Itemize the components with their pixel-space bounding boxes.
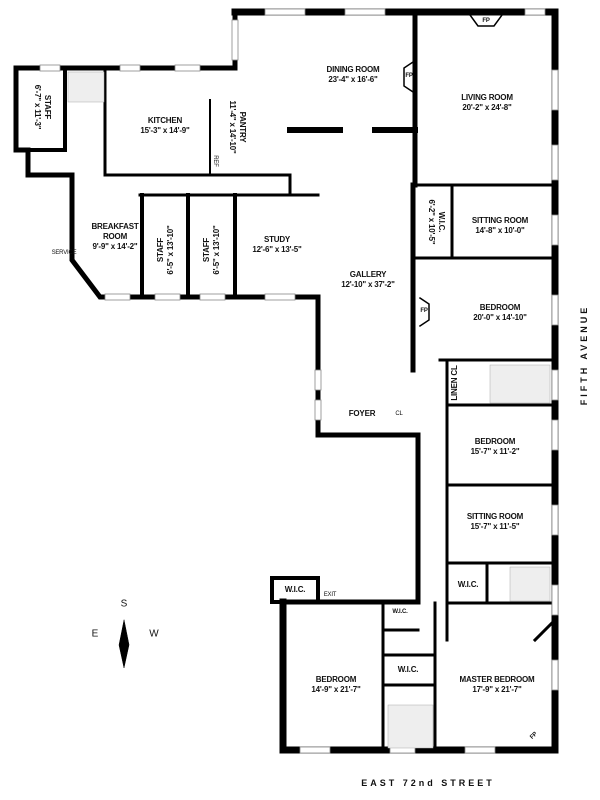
room-dims: 6'-5" x 13'-10"	[166, 225, 175, 275]
refrigerator-label: REF	[212, 155, 218, 167]
room-name: PANTRY	[238, 111, 247, 143]
street-label-south: EAST 72nd STREET	[361, 778, 495, 788]
room-dims: 14'-9" x 21'-7"	[311, 685, 361, 694]
wic-label: W.I.C.	[392, 609, 408, 615]
room-dims: 14'-8" x 10'-0"	[475, 226, 525, 235]
compass-needle	[118, 619, 130, 669]
compass-west: W	[149, 628, 159, 640]
wic-label: W.I.C.	[284, 585, 306, 594]
foyer-label: FOYER	[348, 409, 376, 418]
room-name: KITCHEN	[147, 116, 183, 125]
room-name: W.I.C.	[437, 211, 446, 233]
fireplace-icon: FP	[482, 18, 490, 24]
room-dims: 23'-4" x 16'-6"	[328, 75, 378, 84]
room-name: BEDROOM	[474, 437, 516, 446]
room-dims: 15'-3" x 14'-9"	[140, 126, 190, 135]
room-name: STAFF	[43, 94, 52, 120]
room-name: LIVING ROOM	[461, 93, 513, 102]
fireplace-icon: FP	[405, 73, 413, 79]
room-name: BEDROOM	[479, 303, 521, 312]
exterior-wall	[13, 9, 421, 605]
wic-label: W.I.C.	[397, 665, 419, 674]
room-name: STAFF	[156, 237, 165, 263]
room-name: STUDY	[263, 235, 291, 244]
wic-box	[270, 576, 320, 604]
service-label: SERVICE	[51, 250, 77, 256]
room-name: SITTING ROOM	[466, 512, 524, 521]
street-label-east: FIFTH AVENUE	[579, 304, 589, 406]
room-name: MASTER BEDROOM	[459, 675, 535, 684]
fireplace-icon: FP	[420, 308, 428, 314]
room-name: GALLERY	[349, 270, 387, 279]
exit-label: EXIT	[323, 592, 337, 598]
room-name: BREAKFAST ROOM	[91, 222, 139, 241]
room-dims: 6'-5" x 13'-10"	[212, 225, 221, 275]
room-name: STAFF	[202, 237, 211, 263]
room-wic-1: W.I.C.6'-2" x 10'-5"	[426, 199, 446, 244]
room-dims: 17'-9" x 21'-7"	[472, 685, 522, 694]
room-dims: 12'-6" x 13'-5"	[252, 245, 302, 254]
room-dims: 20'-2" x 24'-8"	[462, 103, 512, 112]
room-name: BEDROOM	[315, 675, 357, 684]
room-dims: 11'-4" x 14'-10"	[228, 100, 237, 154]
compass-east: E	[91, 628, 99, 640]
room-dims: 12'-10" x 37'-2"	[341, 280, 395, 289]
linen-closet-label: LINEN CL	[450, 365, 459, 401]
room-name: SITTING ROOM	[471, 216, 529, 225]
closet-label: CL	[395, 411, 403, 417]
room-dims: 15'-7" x 11'-5"	[470, 522, 520, 531]
room-dims: 6'-2" x 10'-5"	[427, 199, 436, 245]
room-dims: 15'-7" x 11'-2"	[470, 447, 520, 456]
room-dims: 20'-0" x 14'-10"	[473, 313, 527, 322]
compass-south: S	[120, 598, 128, 610]
room-dims: 9'-9" x 14'-2"	[92, 242, 138, 251]
room-name: DINING ROOM	[326, 65, 380, 74]
room-dims: 6'-7" x 11'-3"	[33, 84, 42, 130]
wic-label: W.I.C.	[457, 580, 479, 589]
exterior-wall	[231, 8, 559, 754]
